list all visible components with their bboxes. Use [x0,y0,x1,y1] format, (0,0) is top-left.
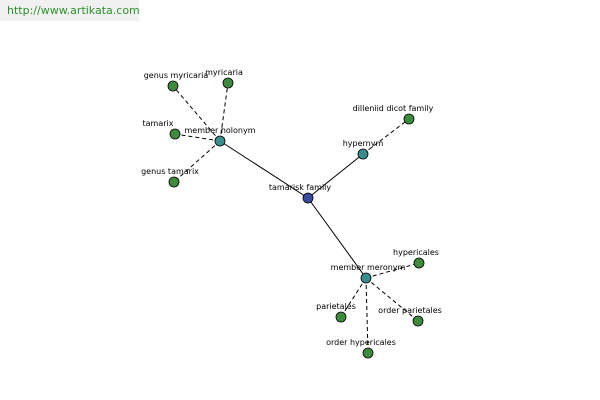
node-label-member-holonym[interactable]: member holonym [184,126,255,135]
edge-member-holonym-to-genus-myricaria [172,85,221,142]
node-label-hypernym[interactable]: hypernym [343,139,384,148]
edge-root-to-member-holonym [219,140,309,199]
labels-layer: tamarisk family member holonym hypernym mem… [141,68,442,347]
node-label-root[interactable]: tamarisk family [269,183,332,192]
node-label-order-hypericales[interactable]: order hypericales [326,338,396,347]
node-label-member-meronym[interactable]: member meronym [331,263,406,272]
edge-root-to-member-meronym [307,197,367,279]
node-label-tamarix[interactable]: tamarix [143,119,174,128]
node-label-genus-myricaria[interactable]: genus myricaria [144,71,209,80]
edge-member-meronym-to-order-parietales [365,277,419,322]
edge-member-meronym-to-hypericales [365,262,420,279]
node-label-dilleniid-dicot-family[interactable]: dilleniid dicot family [353,104,434,113]
edge-member-meronym-to-order-hypericales [365,277,369,354]
site-url-link[interactable]: http://www.artikata.com [7,4,140,17]
node-order-hypericales[interactable] [362,347,374,359]
edge-hypernym-to-dilleniid-dicot-family [362,118,410,155]
node-hypericales[interactable] [413,257,425,269]
node-parietales[interactable] [335,311,347,323]
edge-root-to-hypernym [307,153,364,199]
node-myricaria[interactable] [222,77,234,89]
node-hypernym[interactable] [357,148,369,160]
edges-layer [172,82,420,354]
node-label-hypericales[interactable]: hypericales [393,248,439,257]
node-label-order-parietales[interactable]: order parietales [378,306,442,315]
node-member-holonym[interactable] [214,135,226,147]
edge-member-holonym-to-myricaria [219,82,229,142]
node-label-parietales[interactable]: parietales [316,302,356,311]
nodes-layer [167,77,425,359]
edge-member-meronym-to-parietales [340,277,367,318]
url-banner[interactable]: http://www.artikata.com [0,0,140,21]
node-tamarix[interactable] [169,128,181,140]
node-member-meronym[interactable] [360,272,372,284]
node-order-parietales[interactable] [412,315,424,327]
node-label-myricaria[interactable]: myricaria [205,68,243,77]
edge-member-holonym-to-genus-tamarix [173,140,221,183]
node-dilleniid-dicot-family[interactable] [403,113,415,125]
edge-member-holonym-to-tamarix [174,133,221,142]
node-root[interactable] [302,192,314,204]
node-genus-tamarix[interactable] [168,176,180,188]
node-genus-myricaria[interactable] [167,80,179,92]
node-label-genus-tamarix[interactable]: genus tamarix [141,167,199,176]
